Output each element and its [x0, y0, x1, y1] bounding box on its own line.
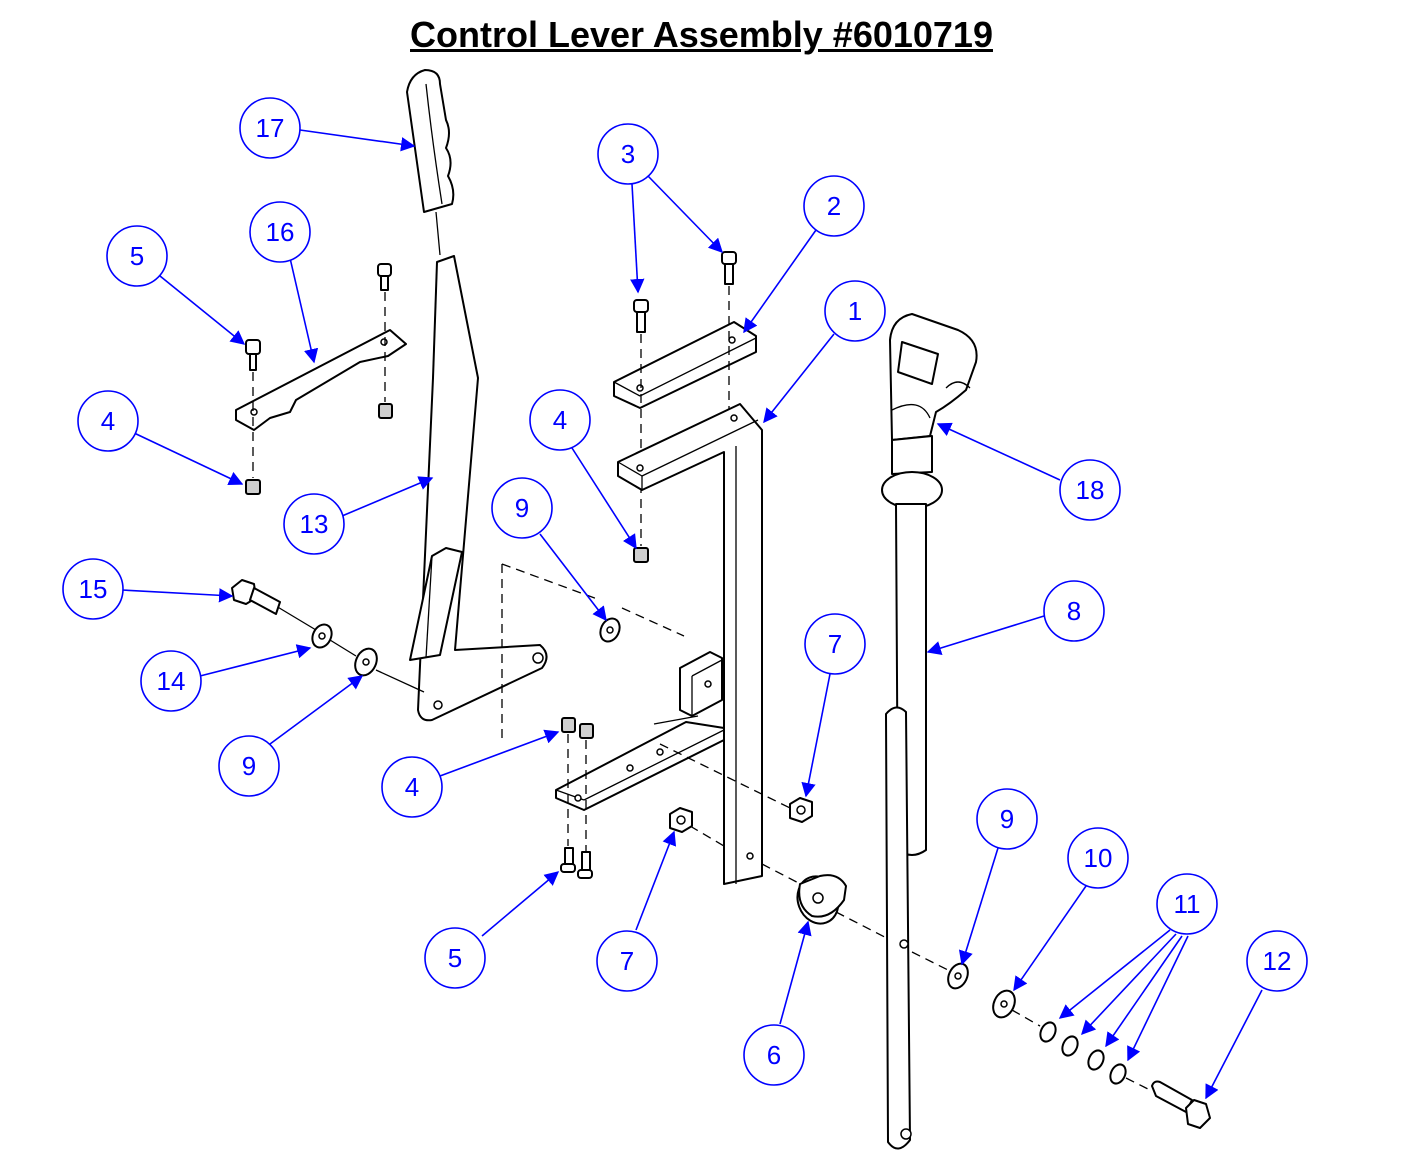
part-9-washer-center — [599, 617, 621, 643]
part-14-washer — [311, 623, 333, 649]
part-1-main-frame — [555, 403, 763, 885]
callout-17-label: 17 — [256, 113, 285, 143]
callout-10: 10 — [1067, 827, 1129, 889]
part-3-screw-left — [633, 299, 649, 546]
diagram-title: Control Lever Assembly #6010719 — [410, 14, 993, 55]
part-5-screws-lower — [560, 847, 593, 879]
callout-3-label: 3 — [621, 139, 635, 169]
callout-16: 16 — [249, 201, 311, 263]
callout-12-label: 12 — [1263, 946, 1292, 976]
callout-13: 13 — [283, 493, 345, 555]
leader-lines — [121, 129, 1263, 1100]
callout-7-right: 7 — [804, 613, 866, 675]
part-13-lever-arm — [409, 255, 548, 722]
part-11-washers — [1011, 1009, 1151, 1091]
callout-14: 14 — [140, 650, 202, 712]
callout-8: 8 — [1043, 580, 1105, 642]
part-17-grip — [406, 69, 455, 256]
callout-6: 6 — [743, 1024, 805, 1086]
callout-4-center: 4 — [529, 389, 591, 451]
part-lever-lower-bar — [885, 706, 912, 1150]
callout-4-upper-left-label: 4 — [101, 406, 115, 436]
part-16-bracket-plate — [235, 329, 407, 431]
part-4-nut-left — [245, 479, 261, 495]
part-7-nut-right — [789, 797, 813, 823]
part-3-screw-right — [721, 251, 737, 420]
callout-12: 12 — [1246, 930, 1308, 992]
callout-9-center: 9 — [491, 477, 553, 539]
callout-10-label: 10 — [1084, 843, 1113, 873]
callout-8-label: 8 — [1067, 596, 1081, 626]
callout-5-upper: 5 — [106, 225, 168, 287]
callout-9-left: 9 — [218, 735, 280, 797]
callout-4-lower-label: 4 — [405, 772, 419, 802]
part-10-washer — [992, 989, 1016, 1019]
part-18-handle-head — [889, 313, 978, 441]
part-5-screw-upper-left — [245, 339, 261, 478]
callout-13-label: 13 — [300, 509, 329, 539]
callout-18-label: 18 — [1076, 475, 1105, 505]
part-screw-upper-16 — [377, 263, 392, 402]
callout-11: 11 — [1156, 873, 1218, 935]
part-4-nut-center — [633, 547, 649, 563]
callout-9-right: 9 — [976, 788, 1038, 850]
callout-6-label: 6 — [767, 1040, 781, 1070]
callout-18: 18 — [1059, 459, 1121, 521]
callout-11-label: 11 — [1174, 889, 1201, 919]
part-12-bolt — [1151, 1080, 1211, 1129]
callout-9-right-label: 9 — [1000, 804, 1014, 834]
callout-4-center-label: 4 — [553, 405, 567, 435]
callout-5-upper-label: 5 — [130, 241, 144, 271]
part-9-washer-left — [354, 647, 378, 677]
callout-17: 17 — [239, 97, 301, 159]
part-6-spacer — [796, 874, 847, 925]
callout-7-left: 7 — [596, 930, 658, 992]
callout-1-label: 1 — [848, 296, 862, 326]
callout-14-label: 14 — [157, 666, 186, 696]
part-9-washer-right — [947, 962, 969, 990]
callout-3: 3 — [597, 123, 659, 185]
callout-5-lower-label: 5 — [448, 943, 462, 973]
part-15-bolt — [231, 579, 281, 615]
callout-7-left-label: 7 — [620, 946, 634, 976]
callout-9-left-label: 9 — [242, 751, 256, 781]
callout-4-lower: 4 — [381, 756, 443, 818]
callout-7-right-label: 7 — [828, 629, 842, 659]
callout-9-center-label: 9 — [515, 493, 529, 523]
part-4-nuts-lower — [561, 717, 594, 852]
callout-1: 1 — [824, 280, 886, 342]
callout-2: 2 — [803, 175, 865, 237]
part-2-top-plate — [613, 321, 757, 409]
callout-5-lower: 5 — [424, 927, 486, 989]
part-7-nut-left — [669, 807, 693, 833]
part-4-nut-16 — [378, 403, 393, 419]
callout-2-label: 2 — [827, 191, 841, 221]
callout-16-label: 16 — [266, 217, 295, 247]
callout-4-upper-left: 4 — [77, 390, 139, 452]
callout-15: 15 — [62, 558, 124, 620]
callout-15-label: 15 — [79, 574, 108, 604]
